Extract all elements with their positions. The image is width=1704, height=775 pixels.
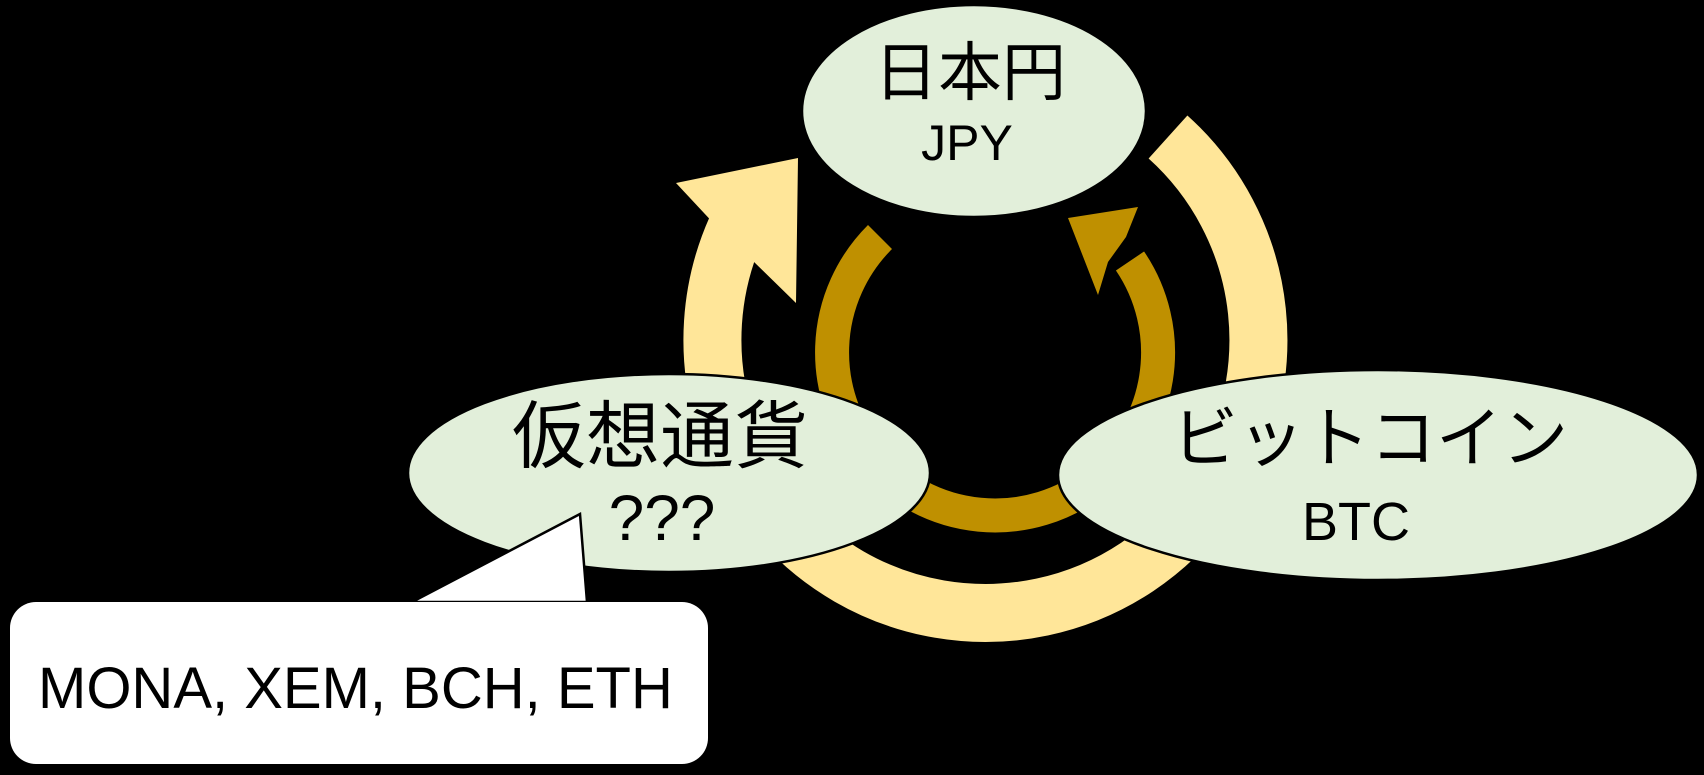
inner-arrow-arc [815,224,1176,533]
node-crypto-ellipse [406,372,932,574]
inner-cycle-arrow [815,207,1176,533]
node-jpy: 日本円 JPY [800,3,1148,219]
node-jpy-code: JPY [921,115,1013,171]
node-btc-title: ビットコイン [1172,401,1568,475]
inner-arrow-head [1068,207,1138,295]
node-btc: ビットコイン BTC [1056,368,1700,582]
altcoins-callout: MONA, XEM, BCH, ETH [10,512,708,764]
node-crypto-code: ??? [609,482,716,554]
outer-arrow-head [676,158,798,303]
callout-body [10,602,708,764]
node-btc-code: BTC [1302,492,1410,552]
node-crypto: 仮想通貨 ??? [406,372,932,574]
node-btc-ellipse [1056,368,1700,582]
callout-text: MONA, XEM, BCH, ETH [38,656,673,721]
node-jpy-title: 日本円 [874,37,1066,109]
node-jpy-ellipse [800,3,1148,219]
node-crypto-title: 仮想通貨 [512,395,808,478]
